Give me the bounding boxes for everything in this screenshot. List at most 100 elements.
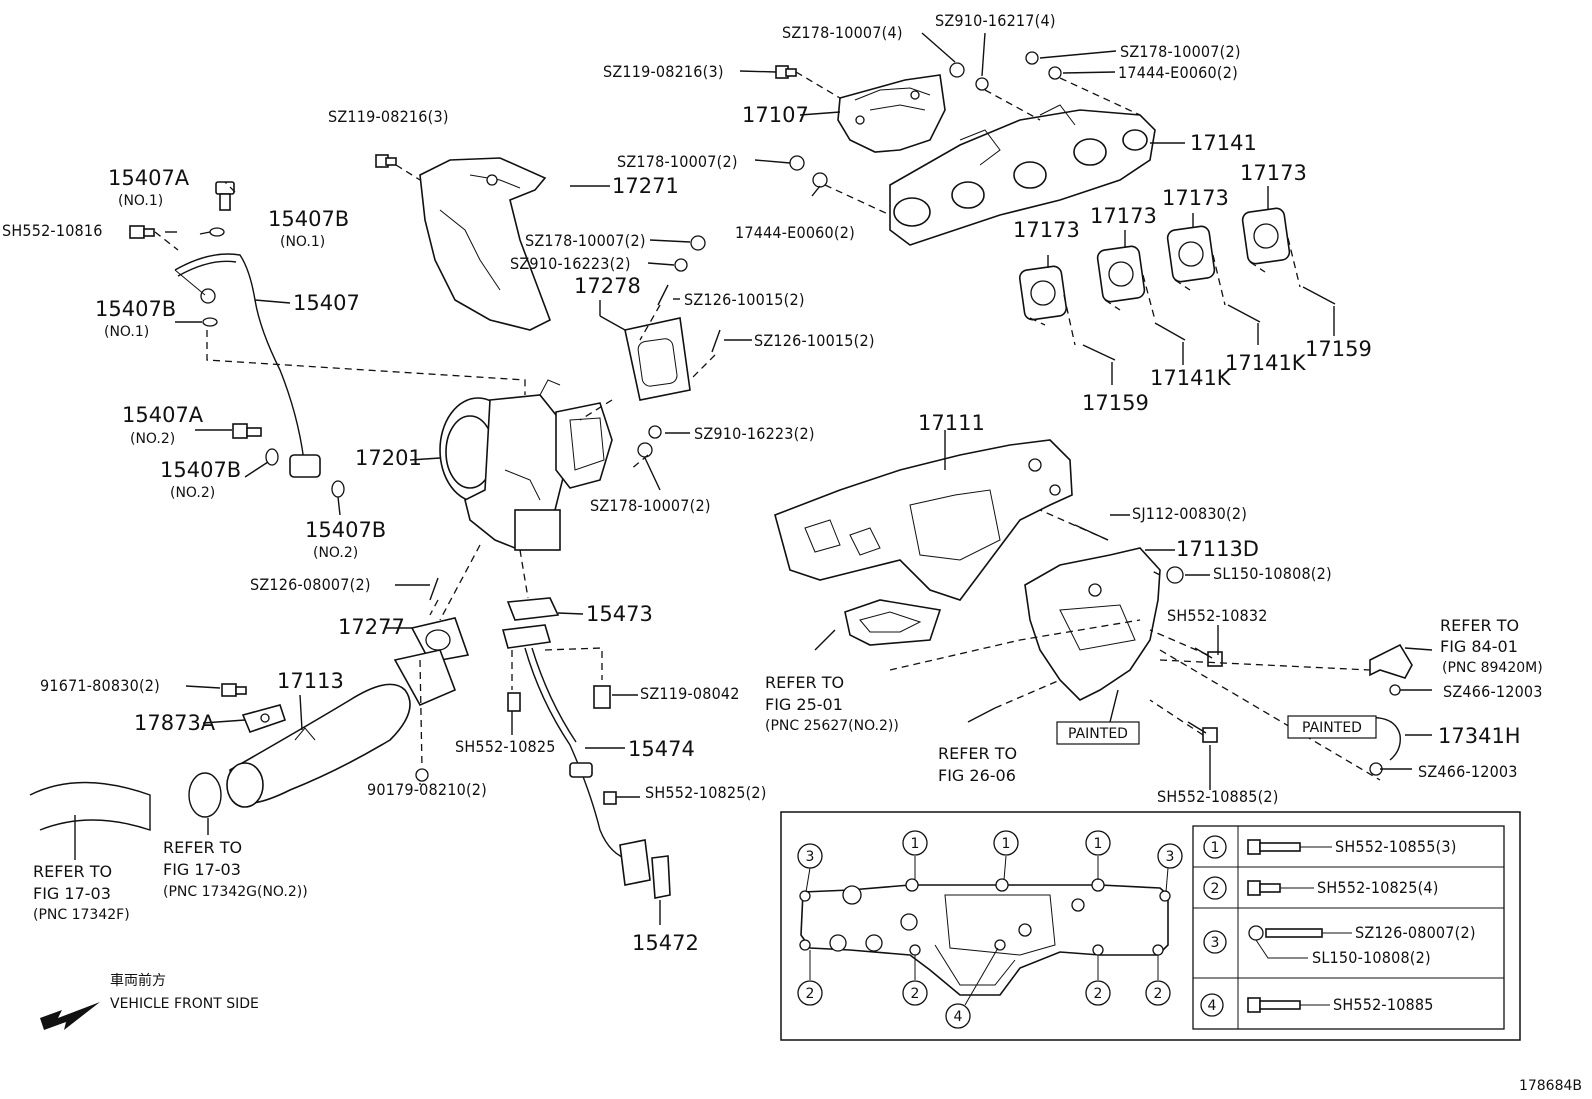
- label-15407B-mid: 15407B: [95, 297, 176, 321]
- label-15407B-top: 15407B: [268, 207, 349, 231]
- label-17113: 17113: [277, 669, 344, 693]
- label-15407B-bottom: 15407B: [305, 518, 386, 542]
- label-sz178-4: SZ178-10007(4): [782, 23, 903, 42]
- inset-callout-1a: 1: [902, 830, 928, 856]
- svg-text:3: 3: [806, 849, 815, 865]
- label-sh552-10816: SH552-10816: [2, 221, 103, 240]
- inset-callout-3a: 3: [797, 843, 823, 869]
- label-17111: 17111: [918, 411, 985, 435]
- label-sh552-10885-2: SH552-10885(2): [1157, 787, 1279, 806]
- label-sz119-08042: SZ119-08042: [640, 684, 740, 703]
- ref-17a-line3: (PNC 17342F): [33, 907, 130, 923]
- leader-lines: [74, 32, 1433, 925]
- label-15407B-top-tag: (NO.1): [280, 234, 325, 250]
- reference-notes: REFER TO FIG 84-01 (PNC 89420M) REFER TO…: [33, 616, 1543, 923]
- label-sh552-10825: SH552-10825: [455, 737, 556, 756]
- legend-part-3b: SL150-10808(2): [1312, 948, 1431, 967]
- label-sh552-10825-2: SH552-10825(2): [645, 783, 767, 802]
- label-17201: 17201: [355, 446, 422, 470]
- label-17173-d: 17173: [1240, 161, 1307, 185]
- label-17277: 17277: [338, 615, 405, 639]
- legend-num-4: 4: [1208, 998, 1217, 1014]
- label-17173-c: 17173: [1162, 186, 1229, 210]
- legend-part-3a: SZ126-08007(2): [1355, 923, 1476, 942]
- label-sz910-4: SZ910-16217(4): [935, 11, 1056, 30]
- fastener-legend-table: 1 SH552-10855(3) 2 SH552-10825(4) 3: [1192, 825, 1505, 1030]
- svg-text:2: 2: [1094, 986, 1103, 1002]
- label-15473: 15473: [586, 602, 653, 626]
- oil-pipe-15407: [174, 253, 321, 478]
- turbocharger-17201: [439, 379, 613, 551]
- label-sj112: SJ112-00830(2): [1132, 504, 1247, 523]
- ref-26-line2: FIG 26-06: [938, 766, 1016, 785]
- label-90179: 90179-08210(2): [367, 780, 487, 799]
- svg-text:2: 2: [911, 986, 920, 1002]
- bracket-17113D: [1024, 547, 1161, 701]
- inset-panel: 1 1 1 3 3 2 2 2 2 4 1 SH552-10855(3): [780, 811, 1521, 1041]
- label-sl150: SL150-10808(2): [1213, 564, 1332, 583]
- label-15407A-no1: 15407A: [108, 166, 190, 190]
- label-17278: 17278: [574, 274, 641, 298]
- painted-label-b: PAINTED: [1302, 720, 1362, 736]
- inset-callout-1b: 1: [993, 830, 1019, 856]
- label-15407A-no2: 15407A: [122, 403, 204, 427]
- label-15407B-lower: 15407B: [160, 458, 241, 482]
- ref-25-line1: REFER TO: [765, 673, 844, 692]
- legend-num-2: 2: [1211, 881, 1220, 897]
- ref-25-line3: (PNC 25627(NO.2)): [765, 718, 899, 734]
- front-label-en: VEHICLE FRONT SIDE: [110, 996, 259, 1012]
- label-17141: 17141: [1190, 131, 1257, 155]
- ref-84-line2: FIG 84-01: [1440, 637, 1518, 656]
- inset-callout-2a: 2: [797, 980, 823, 1006]
- clamp-17873A: [188, 683, 429, 818]
- label-15407: 15407: [293, 291, 360, 315]
- label-sh552-10832: SH552-10832: [1167, 606, 1268, 625]
- inset-callout-4: 4: [945, 1003, 971, 1029]
- gasket-ref-25-01: [844, 599, 942, 646]
- front-label-jp: 車両前方: [110, 972, 166, 989]
- inset-callout-2b: 2: [902, 980, 928, 1006]
- label-sz178-2b: SZ178-10007(2): [617, 152, 738, 171]
- painted-label-a: PAINTED: [1068, 726, 1128, 742]
- legend-part-4: SH552-10885: [1333, 995, 1434, 1014]
- inset-callout-2d: 2: [1145, 980, 1171, 1006]
- svg-text:2: 2: [1154, 986, 1163, 1002]
- label-sz178-2c: SZ178-10007(2): [525, 231, 646, 250]
- label-17159-a: 17159: [1082, 391, 1149, 415]
- painted-tag-a: PAINTED: [1056, 689, 1140, 745]
- ref-17a-line2: FIG 17-03: [33, 884, 111, 903]
- bracket-ref-84-01: [1364, 643, 1413, 776]
- label-sz126-2a: SZ126-10015(2): [684, 290, 805, 309]
- label-sz910-2b: SZ910-16223(2): [694, 424, 815, 443]
- label-15407A-no2-tag: (NO.2): [130, 431, 175, 447]
- exhaust-pipe-17113: [226, 649, 457, 808]
- label-17444-b: 17444-E0060(2): [735, 223, 855, 242]
- label-91671: 91671-80830(2): [40, 676, 160, 695]
- label-sz178-2a: SZ178-10007(2): [1120, 42, 1241, 61]
- label-sz119-3b: SZ119-08216(3): [328, 107, 449, 126]
- air-hose: [29, 781, 151, 831]
- heat-insulator-17271: [419, 157, 552, 331]
- oil-return-pipe-15474: [501, 597, 671, 899]
- ref-84-line3: (PNC 89420M): [1442, 660, 1543, 676]
- label-17159-b: 17159: [1305, 337, 1372, 361]
- svg-text:1: 1: [1094, 836, 1103, 852]
- label-sz126-08007: SZ126-08007(2): [250, 575, 371, 594]
- legend-row-1: 1 SH552-10855(3): [1203, 835, 1456, 859]
- legend-num-3: 3: [1211, 935, 1220, 951]
- ref-17b-line2: FIG 17-03: [163, 860, 241, 879]
- ref-26-line1: REFER TO: [938, 744, 1017, 763]
- gasket-17278: [624, 317, 691, 401]
- label-sz126-2b: SZ126-10015(2): [754, 331, 875, 350]
- label-17341H: 17341H: [1438, 724, 1521, 748]
- vehicle-front-indicator: 車両前方 VEHICLE FRONT SIDE: [40, 972, 259, 1030]
- label-17173-b: 17173: [1090, 204, 1157, 228]
- ref-25-line2: FIG 25-01: [765, 695, 843, 714]
- inset-callout-1c: 1: [1085, 830, 1111, 856]
- ref-17b-line3: (PNC 17342G(NO.2)): [163, 884, 308, 900]
- legend-part-2: SH552-10825(4): [1317, 878, 1439, 897]
- label-15472: 15472: [632, 931, 699, 955]
- label-17173-a: 17173: [1013, 218, 1080, 242]
- legend-row-2: 2 SH552-10825(4): [1203, 876, 1439, 900]
